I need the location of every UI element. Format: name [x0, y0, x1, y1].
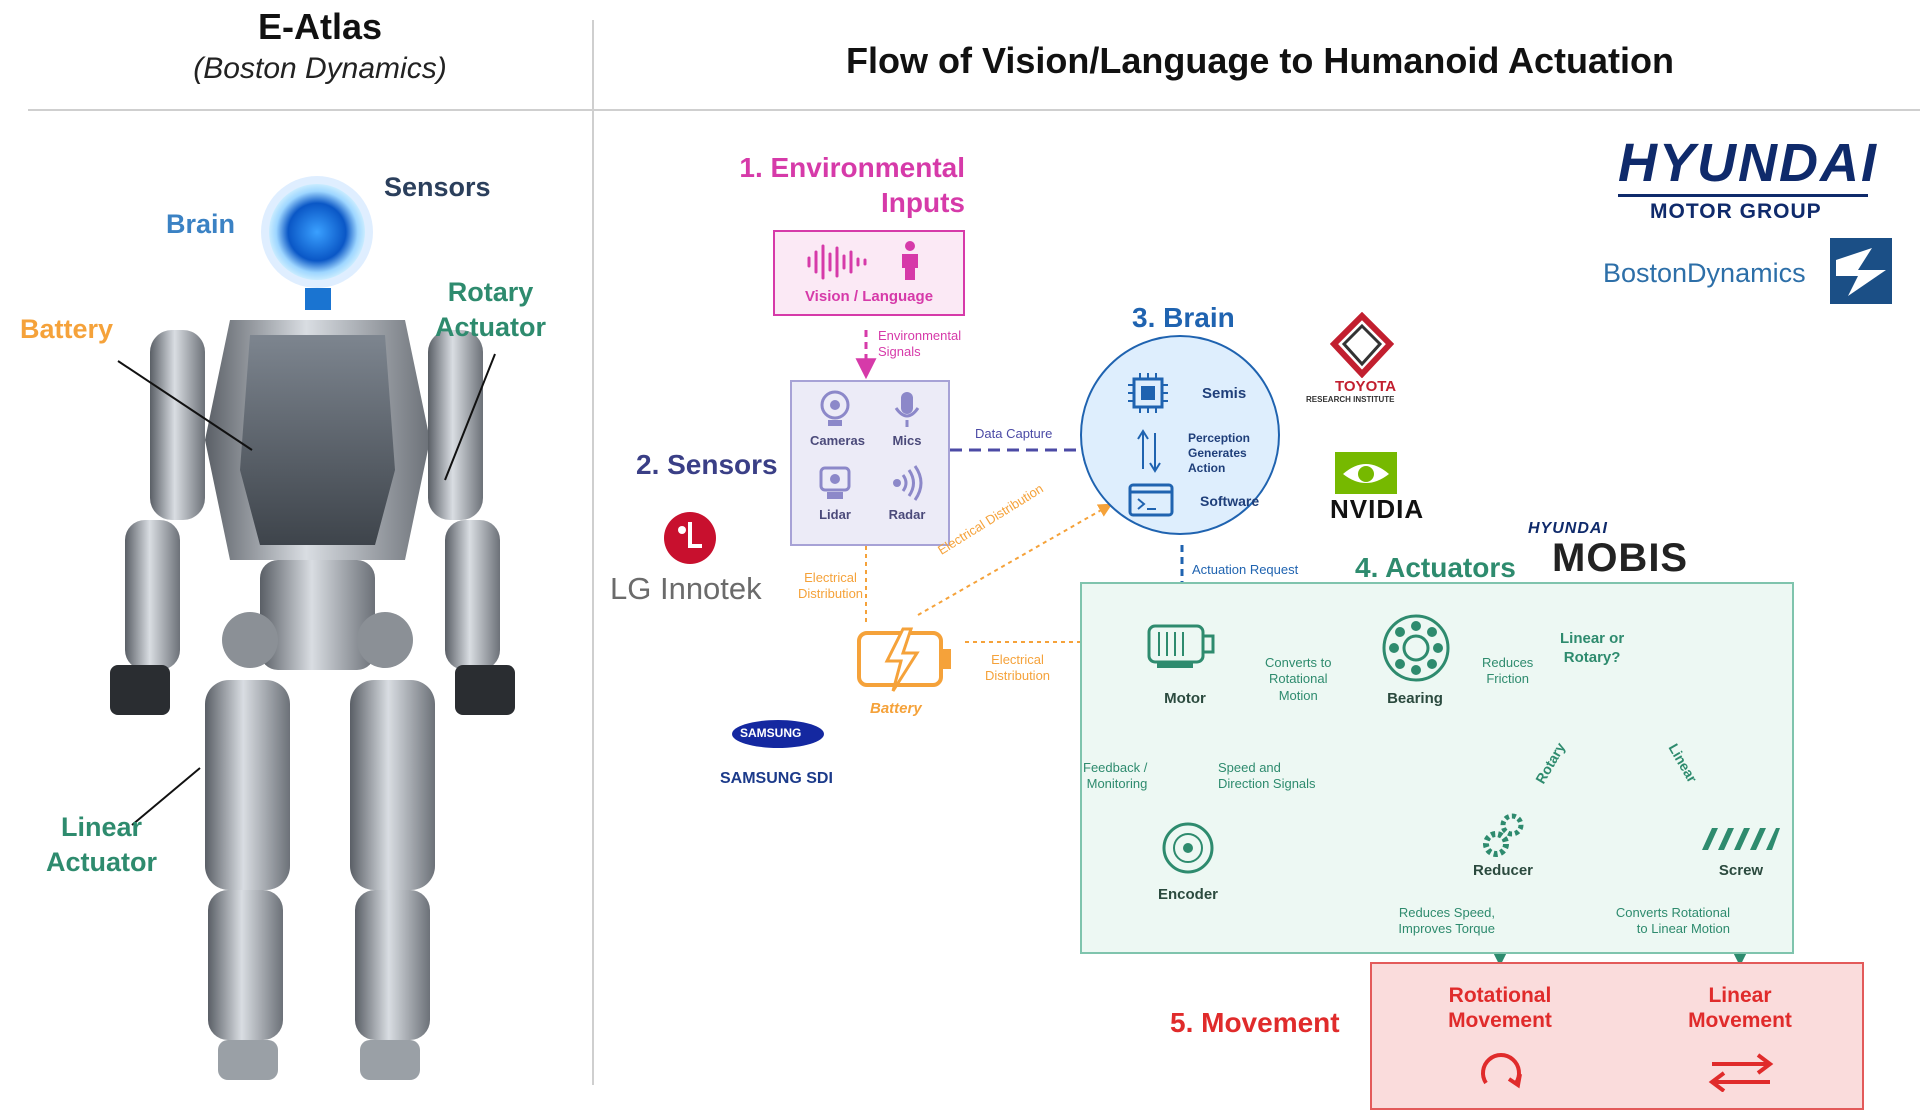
brain-software-label: Software	[1200, 493, 1260, 509]
hyundai-mobis-top-text: HYUNDAI	[1528, 520, 1608, 537]
sensor-box: Cameras Mics Lidar Radar	[790, 380, 950, 546]
nvidia-eye-icon	[1335, 452, 1397, 494]
edge-actuation-request: Actuation Request	[1192, 562, 1299, 577]
sensor-lidar: Lidar	[810, 464, 860, 522]
hyundai-logo-rule	[1618, 194, 1868, 197]
linear-or-rotary-decision: Linear or Rotary?	[1560, 630, 1625, 666]
edge-speed-direction: Speed and Direction Signals	[1218, 760, 1316, 792]
motor-label: Motor	[1164, 690, 1206, 707]
mobis-logo-text: MOBIS	[1552, 536, 1689, 580]
panel-divider	[592, 20, 594, 1085]
hyundai-logo: HYUNDAI	[1618, 133, 1879, 193]
linear-movement: Linear Movement	[1688, 984, 1792, 1033]
header-divider	[28, 109, 1920, 111]
nvidia-logo-text: NVIDIA	[1330, 494, 1425, 524]
edge-converts-rotational: Converts to Rotational Motion	[1265, 655, 1332, 703]
brain-circle: Semis Perception Generates Action Softwa…	[1080, 335, 1280, 535]
waveform-person-icon	[807, 241, 918, 280]
rotational-movement: Rotational Movement	[1448, 984, 1552, 1033]
terminal-icon	[1128, 483, 1174, 517]
reducer-label: Reducer	[1472, 862, 1534, 879]
step-env-inputs: 1. Environmental Inputs	[739, 152, 965, 218]
lg-logo-icon	[664, 512, 716, 564]
screw-icon	[1702, 828, 1780, 850]
encoder-icon	[1162, 822, 1214, 874]
bidirectional-horizontal-arrow-icon	[1708, 1053, 1774, 1092]
env-input-box: Vision / Language	[773, 230, 965, 316]
battery-label: Battery	[870, 700, 922, 717]
bearing-icon	[1382, 614, 1450, 682]
edge-data-capture: Data Capture	[975, 426, 1053, 441]
robot-label-linear-actuator: Linear Actuator	[46, 812, 158, 878]
robot-label-sensors: Sensors	[384, 172, 491, 202]
step-movement: 5. Movement	[1170, 1007, 1340, 1038]
samsung-sdi-logo-text: SAMSUNG SDI	[720, 770, 833, 787]
edge-reduces-friction: Reduces Friction	[1482, 655, 1534, 687]
bearing-label: Bearing	[1387, 690, 1443, 707]
edge-electrical-distribution-up: Electrical Distribution	[798, 570, 864, 602]
bidirectional-arrows-icon	[1137, 429, 1161, 473]
chip-icon	[1128, 373, 1168, 413]
edge-electrical-distribution-right: Electrical Distribution	[985, 652, 1051, 684]
lg-innotek-logo-text: LG Innotek	[610, 571, 762, 606]
microphone-icon	[894, 392, 920, 427]
sensor-mics: Mics	[882, 390, 932, 448]
edge-feedback-monitoring: Feedback / Monitoring	[1083, 760, 1148, 792]
step-brain: 3. Brain	[1132, 302, 1235, 333]
toyota-research-mark-icon	[1330, 312, 1394, 378]
sensor-radar: Radar	[882, 464, 932, 522]
rotation-arrow-icon	[1481, 1053, 1522, 1089]
toyota-logo-text: TOYOTA	[1335, 378, 1397, 395]
diagram-title: Flow of Vision/Language to Humanoid Actu…	[846, 40, 1674, 81]
step-actuators: 4. Actuators	[1355, 552, 1516, 583]
edge-environmental-signals: Environmental Signals	[878, 328, 962, 360]
movement-box	[1370, 962, 1864, 1110]
samsung-ellipse-icon	[732, 720, 824, 748]
robot-illustration	[110, 176, 515, 1080]
step-sensors: 2. Sensors	[636, 449, 778, 480]
left-subtitle: (Boston Dynamics)	[193, 52, 447, 85]
left-title: E-Atlas	[257, 6, 383, 47]
boston-dynamics-logo: BostonDynamics	[1603, 258, 1806, 288]
robot-label-brain: Brain	[166, 209, 236, 239]
env-input-label: Vision / Language	[804, 288, 934, 305]
battery-icon	[857, 627, 951, 692]
boston-dynamics-mark-icon	[1830, 238, 1892, 304]
gears-icon	[1483, 813, 1524, 857]
robot-label-rotary-actuator: Rotary Actuator	[435, 277, 547, 343]
edge-reduces-speed: Reduces Speed, Improves Torque	[1398, 905, 1495, 937]
hyundai-motor-group-text: MOTOR GROUP	[1650, 200, 1822, 223]
camera-icon	[820, 390, 850, 426]
samsung-logo-text: SAMSUNG	[740, 726, 802, 740]
robot-label-battery: Battery	[20, 314, 114, 344]
toyota-research-text: RESEARCH INSTITUTE	[1306, 395, 1395, 404]
sensor-cameras: Cameras	[810, 390, 865, 448]
motor-icon	[1147, 624, 1215, 668]
lidar-icon	[819, 466, 851, 499]
radar-icon	[893, 465, 923, 501]
edge-converts-linear: Converts Rotational to Linear Motion	[1615, 905, 1730, 937]
brain-note: Perception Generates Action	[1188, 431, 1251, 475]
brain-semis-label: Semis	[1202, 385, 1247, 402]
encoder-label: Encoder	[1157, 886, 1218, 903]
screw-label: Screw	[1718, 862, 1764, 879]
